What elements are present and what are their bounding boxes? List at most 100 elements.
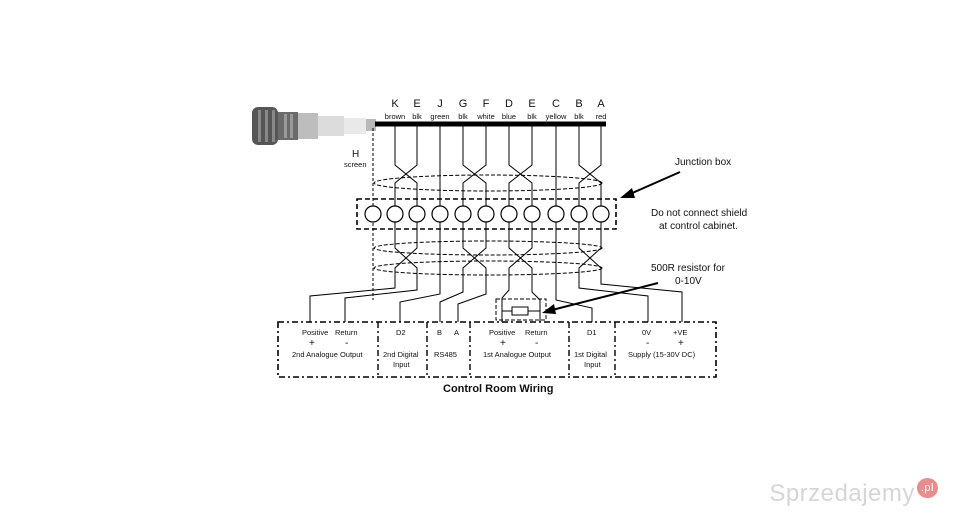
wire-route-4 [457, 276, 487, 322]
wire-letter-8: B [575, 98, 582, 110]
terminal-circles [364, 205, 610, 223]
junction-terminal-4 [477, 205, 495, 223]
t5-d1: D1 [587, 328, 597, 337]
terminal-supply: 0V +VE - + Supply (15-30V DC) [628, 328, 696, 359]
twisted-wire-upper-2b [508, 126, 533, 206]
junction-box-label: Junction box [675, 157, 731, 168]
t1-return: Return [335, 328, 358, 337]
wire-color-1: blk [412, 112, 422, 121]
t6-plus-ve: +VE [673, 328, 687, 337]
wire-route-0 [309, 276, 396, 322]
wire-color-0: brown [385, 112, 405, 121]
t4-return: Return [525, 328, 548, 337]
junction-terminal-9 [592, 205, 610, 223]
twisted-wire-lower-0a [394, 222, 418, 276]
twisted-wire-lower-3a [578, 222, 602, 276]
junction-terminal-6 [523, 205, 541, 223]
t4-plus: + [500, 338, 506, 349]
t6-name: Supply (15-30V DC) [628, 350, 696, 359]
junction-terminal-2 [431, 205, 449, 223]
shield-ellipse-lower-b [373, 260, 603, 276]
terminal-rs485: B A RS485 [434, 328, 459, 359]
junction-terminal-5 [500, 205, 518, 223]
twisted-wire-upper-2a [508, 126, 533, 206]
twisted-wire-lower-0b [394, 222, 418, 276]
t5-line1: 1st Digital [574, 350, 607, 359]
t3-b: B [437, 328, 442, 337]
wire-route-5 [501, 276, 510, 322]
shield-note-line-2: at control cabinet. [659, 221, 738, 232]
watermark-text: Sprzedajemy [769, 480, 915, 507]
t4-minus: - [535, 338, 538, 349]
t1-plus: + [309, 338, 315, 349]
t4-name: 1st Analogue Output [483, 350, 552, 359]
junction-terminal-0 [386, 205, 404, 223]
wire-letter-3: G [459, 98, 468, 110]
twisted-wire-upper-3b [578, 126, 602, 206]
terminal-2nd-digital: D2 2nd Digital Input [383, 328, 419, 369]
wire-route-2 [399, 276, 441, 322]
junction-terminal-3 [454, 205, 472, 223]
wire-color-8: blk [574, 112, 584, 121]
t3-name: RS485 [434, 350, 457, 359]
twisted-wire-upper-1a [462, 126, 487, 206]
wire-color-2: green [430, 112, 449, 121]
t2-line1: 2nd Digital [383, 350, 419, 359]
junction-terminal-7 [547, 205, 565, 223]
control-room-terminals [277, 321, 717, 378]
watermark-suffix: .pl [916, 478, 938, 498]
twisted-wire-lower-2b [508, 222, 533, 276]
shield-ellipse-lower-a [373, 240, 603, 256]
t2-line2: Input [393, 360, 411, 369]
junction-box [356, 198, 617, 230]
wire-letter-1: E [413, 98, 420, 110]
t4-positive: Positive [489, 328, 515, 337]
t6-0v: 0V [642, 328, 651, 337]
t3-a: A [454, 328, 459, 337]
wire-route-8 [578, 276, 649, 322]
wires-upper [394, 126, 602, 206]
connector-plug-icon [252, 107, 376, 145]
resistor-arrow [542, 282, 659, 314]
twisted-wire-lower-1a [462, 222, 487, 276]
t1-minus: - [345, 338, 348, 349]
wire-route-1 [344, 276, 418, 322]
wire-letter-2: J [437, 98, 443, 110]
junction-terminal-8 [570, 205, 588, 223]
wire-color-5: blue [502, 112, 516, 121]
twisted-wire-upper-3a [578, 126, 602, 206]
wire-letter-6: E [528, 98, 535, 110]
terminal-1st-digital: D1 1st Digital Input [574, 328, 607, 369]
t2-d2: D2 [396, 328, 406, 337]
wire-route-3 [439, 276, 464, 322]
wire-letter-9: A [597, 98, 605, 110]
wire-color-9: red [596, 112, 607, 121]
wire-letter-7: C [552, 98, 560, 110]
wire-letter-4: F [483, 98, 490, 110]
wire-color-4: white [476, 112, 495, 121]
terminal-1st-analogue: Positive Return + - 1st Analogue Output [483, 328, 552, 359]
resistor-500r [495, 298, 547, 321]
twisted-wire-upper-0b [394, 126, 418, 206]
terminal-2nd-analogue: Positive Return + - 2nd Analogue Output [292, 328, 363, 359]
twisted-wire-lower-3b [578, 222, 602, 276]
screen-letter: H [352, 149, 359, 160]
wire-color-6: blk [527, 112, 537, 121]
wire-color-3: blk [458, 112, 468, 121]
twisted-wire-upper-1b [462, 126, 487, 206]
shield-ellipse-upper [373, 174, 603, 192]
t1-positive: Positive [302, 328, 328, 337]
t6-minus: - [646, 338, 649, 349]
t1-name: 2nd Analogue Output [292, 350, 363, 359]
wire-route-7 [555, 276, 593, 322]
junction-box-arrow [620, 171, 681, 198]
wire-letter-0: K [391, 98, 399, 110]
twisted-wire-upper-0a [394, 126, 418, 206]
wire-color-7: yellow [546, 112, 567, 121]
resistor-note-line-1: 500R resistor for [651, 263, 726, 274]
wire-letter-5: D [505, 98, 513, 110]
junction-terminal-screen [364, 205, 382, 223]
screen-label: screen [344, 160, 367, 169]
